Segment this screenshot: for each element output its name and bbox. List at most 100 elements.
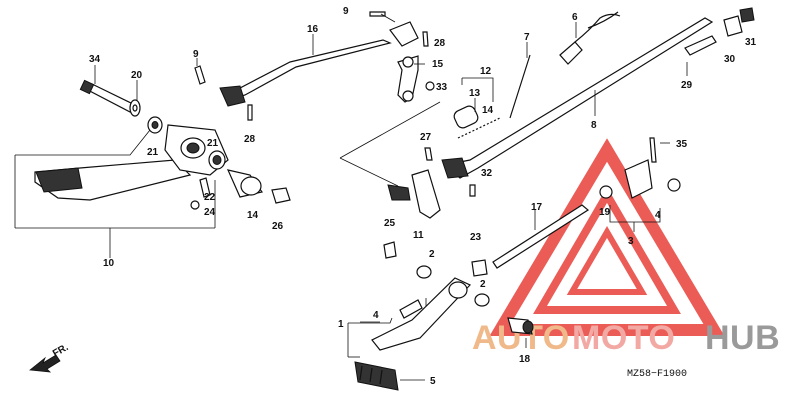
label-20: 20 [131, 70, 143, 81]
watermark-text-hub: HUB [705, 319, 780, 357]
label-15: 15 [432, 59, 444, 70]
label-9-left: 9 [193, 49, 199, 60]
brake-pedal-tread [35, 167, 83, 193]
rear-rod-group [441, 7, 755, 179]
label-23: 23 [470, 232, 482, 243]
bracket-3-leader [609, 205, 661, 223]
bolt-9-left [194, 65, 206, 85]
label-27: 27 [420, 132, 432, 143]
shift-rod-17 [492, 204, 590, 269]
label-4-right: 4 [655, 210, 661, 221]
label-2-upper: 2 [429, 249, 435, 260]
nut-30 [723, 15, 743, 37]
label-16: 16 [307, 24, 319, 35]
nut-33 [425, 81, 435, 91]
shift-pedal-group [347, 204, 590, 391]
label-25: 25 [384, 218, 396, 229]
label-31: 31 [745, 37, 757, 48]
lead-1-4 [348, 317, 393, 324]
label-21-left: 21 [147, 147, 159, 158]
pin-28-upper [422, 31, 429, 47]
leader-lines [94, 22, 688, 381]
brake-rod-16 [224, 39, 392, 101]
pivot-bore-inner [186, 142, 200, 154]
watermark-triangle [489, 138, 725, 336]
rod-clevis-left [219, 85, 246, 107]
watermark: AUTO MOTO HUB [472, 138, 780, 357]
shift-arm [371, 277, 472, 351]
bolt-4 [399, 299, 423, 319]
fr-arrow-icon [28, 354, 61, 373]
label-4-lower: 4 [373, 310, 379, 321]
bolt-22 [199, 177, 211, 198]
bracket-3 [624, 159, 653, 199]
washer-2-upper [416, 265, 432, 279]
shift-rubber-5 [354, 361, 399, 391]
label-13: 13 [469, 88, 481, 99]
label-14-lower: 14 [247, 210, 259, 221]
bushing-4 [667, 178, 681, 192]
label-35: 35 [676, 139, 688, 150]
bolt-34-head [79, 79, 95, 95]
label-17: 17 [531, 202, 543, 213]
cable-7 [509, 54, 531, 119]
label-1: 1 [338, 319, 344, 330]
nut-23 [471, 259, 488, 277]
pin-28-lower [247, 104, 253, 121]
label-26: 26 [272, 221, 284, 232]
label-2-lower: 2 [480, 279, 486, 290]
label-6: 6 [572, 12, 578, 23]
cap-31 [739, 7, 755, 23]
label-29: 29 [681, 80, 693, 91]
label-7: 7 [524, 32, 530, 43]
switch-wire [574, 13, 621, 43]
nut-25 [383, 241, 397, 259]
label-32: 32 [481, 168, 493, 179]
watermark-text-moto: MOTO [572, 319, 675, 357]
label-3: 3 [628, 236, 634, 247]
label-21-right: 21 [207, 138, 219, 149]
label-11: 11 [413, 230, 424, 241]
brake-arm-group [339, 55, 501, 259]
cap-26 [271, 187, 291, 204]
label-14-upper: 14 [482, 105, 494, 116]
rod-clevis-right [389, 21, 419, 47]
label-24: 24 [204, 207, 216, 218]
pedal-bracket-line [15, 129, 151, 156]
label-33: 33 [436, 82, 448, 93]
label-30: 30 [724, 54, 736, 65]
bushing-19 [599, 185, 613, 199]
bolt-35 [649, 137, 657, 163]
label-10: 10 [103, 258, 115, 269]
rod-8-clevis [441, 157, 469, 179]
label-9-top: 9 [343, 6, 349, 17]
shaft-11 [387, 184, 411, 201]
label-22: 22 [204, 192, 216, 203]
nut-24 [190, 200, 200, 210]
arm-leader [339, 101, 441, 159]
front-direction-arrow: FR. [28, 342, 71, 373]
diagram-code: MZ58−F1900 [627, 369, 687, 380]
switch-6 [559, 41, 583, 65]
arm-11 [411, 169, 441, 219]
washer-2-lower [474, 293, 490, 307]
spring-29 [684, 35, 717, 56]
bracket-3-group [599, 137, 681, 232]
bolt-32 [469, 184, 476, 197]
part-labels: 34 20 9 9 16 28 28 15 33 12 13 14 7 6 29… [89, 6, 757, 387]
label-5: 5 [430, 376, 436, 387]
label-34: 34 [89, 54, 101, 65]
label-8: 8 [591, 120, 597, 131]
label-12: 12 [480, 66, 492, 77]
label-28-top: 28 [434, 38, 446, 49]
label-19: 19 [599, 207, 611, 218]
long-rod-8 [443, 17, 714, 179]
spring-13 [453, 105, 479, 129]
brake-rod-group [194, 11, 429, 121]
pin-27 [424, 147, 433, 161]
label-18: 18 [519, 354, 531, 365]
brake-pedal-group [14, 79, 291, 258]
label-28-lower: 28 [244, 134, 256, 145]
